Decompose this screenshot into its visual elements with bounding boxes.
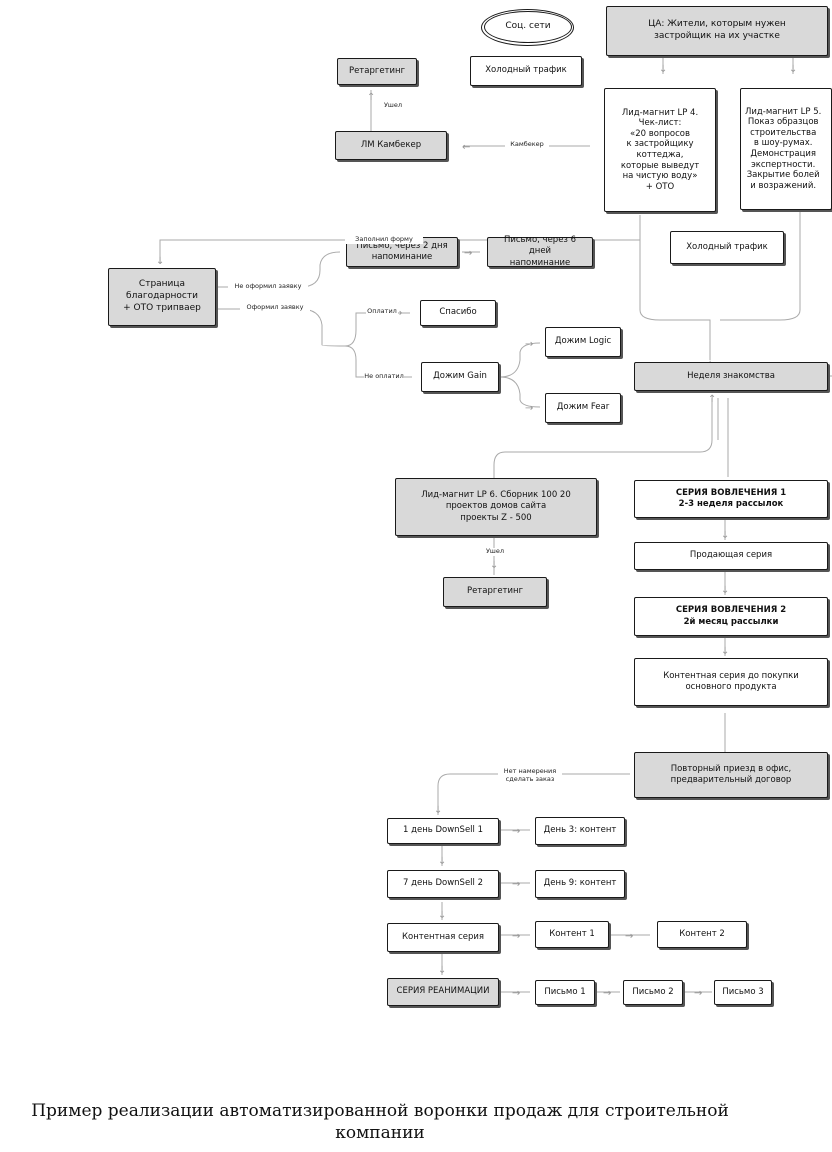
edge-label-ne-oplatil: Не оплатил: [364, 372, 404, 381]
edge-label-ne-oformil: Не оформил заявку: [228, 282, 308, 291]
node-lead-magnet-5: Лид-магнит LP 5. Показ образцов строител…: [740, 88, 832, 210]
node-dozhim-fear: Дожим Fear: [545, 393, 621, 423]
svg-text:↓: ↓: [721, 646, 729, 657]
node-den-3-kontent: День 3: контент: [535, 817, 625, 845]
svg-text:→: →: [512, 879, 520, 890]
node-dozhim-logic: Дожим Logic: [545, 327, 621, 357]
node-downsell-1: 1 день DownSell 1: [387, 818, 499, 844]
node-seria-vovlecheniya-1: СЕРИЯ ВОВЛЕЧЕНИЯ 1 2-3 неделя рассылок: [634, 480, 828, 518]
svg-text:→: →: [525, 339, 533, 350]
node-pismo-1: Письмо 1: [535, 980, 595, 1005]
svg-text:→: →: [694, 988, 702, 999]
node-retargeting-1: Ретаргетинг: [337, 58, 417, 85]
svg-text:↓: ↓: [434, 805, 442, 816]
svg-text:↑: ↑: [367, 92, 375, 103]
node-downsell-2: 7 день DownSell 2: [387, 870, 499, 898]
edge-label-oformil: Оформил заявку: [240, 303, 310, 312]
svg-text:↓: ↓: [438, 856, 446, 867]
node-cold-traffic-1: Холодный трафик: [470, 56, 582, 86]
node-kontent-seria: Контентная серия: [387, 923, 499, 952]
svg-text:↑: ↑: [708, 394, 716, 405]
node-seria-reanimacii: СЕРИЯ РЕАНИМАЦИИ: [387, 978, 499, 1006]
node-soc-seti: Соц. сети: [481, 9, 574, 46]
figure-caption: Пример реализации автоматизированной вор…: [31, 1101, 729, 1144]
svg-text:→: →: [512, 826, 520, 837]
svg-text:→: →: [512, 988, 520, 999]
node-spasibo: Спасибо: [420, 300, 496, 326]
svg-text:→: →: [512, 931, 520, 942]
edge-label-ushel-1: Ушел: [381, 101, 405, 110]
node-lm-kambeker: ЛМ Камбекер: [335, 131, 447, 160]
node-kontent-2: Контент 2: [657, 921, 747, 948]
svg-text:↓: ↓: [721, 530, 729, 541]
node-thanks-page: Страница благодарности + OTO трипваер: [108, 268, 216, 326]
node-dozhim-gain: Дожим Gain: [421, 362, 499, 392]
node-retargeting-2: Ретаргетинг: [443, 577, 547, 607]
edge-label-ushel-2: Ушел: [484, 547, 506, 556]
node-ca: ЦА: Жители, которым нужен застройщик на …: [606, 6, 828, 56]
svg-text:↓: ↓: [490, 560, 498, 571]
svg-text:→: →: [625, 931, 633, 942]
node-seria-vovlecheniya-2: СЕРИЯ ВОВЛЕЧЕНИЯ 2 2й месяц рассылки: [634, 597, 828, 636]
edge-label-net-namereniya: Нет намерения сделать заказ: [498, 767, 562, 784]
svg-text:↓: ↓: [721, 585, 729, 596]
svg-text:↓: ↓: [659, 64, 667, 75]
svg-text:↓: ↓: [156, 256, 164, 267]
node-pismo-2: Письмо 2: [623, 980, 683, 1005]
node-letter-6-days: Письмо, через 6 дней напоминание: [487, 235, 593, 268]
edge-label-zapolnil-formu: Заполнил форму: [345, 235, 423, 244]
node-povtorny-priezd: Повторный приезд в офис, предварительный…: [634, 752, 828, 798]
svg-text:→: →: [603, 988, 611, 999]
node-prodayushaya-seria: Продающая серия: [634, 542, 828, 570]
node-lead-magnet-4: Лид-магнит LP 4. Чек-лист: «20 вопросов …: [604, 88, 716, 212]
node-kontent-1: Контент 1: [535, 921, 609, 948]
svg-text:↓: ↓: [438, 965, 446, 976]
node-lead-magnet-6: Лид-магнит LP 6. Сборник 100 20 проектов…: [395, 478, 597, 536]
edge-label-oplatil: Оплатил: [366, 307, 398, 316]
node-den-9-kontent: День 9: контент: [535, 870, 625, 898]
svg-text:→: →: [394, 308, 402, 319]
svg-text:→: →: [525, 403, 533, 414]
svg-text:←: ←: [462, 142, 470, 153]
edge-label-kambeker: Камбекер: [505, 140, 549, 149]
svg-text:↓: ↓: [789, 64, 797, 75]
node-cold-traffic-2: Холодный трафик: [670, 231, 784, 264]
svg-text:↓: ↓: [438, 910, 446, 921]
node-nedelya-znakomstva: Неделя знакомства: [634, 362, 828, 391]
svg-text:→: →: [464, 248, 472, 259]
node-pismo-3: Письмо 3: [714, 980, 772, 1005]
node-kontent-seria-do-pokupki: Контентная серия до покупки основного пр…: [634, 658, 828, 706]
